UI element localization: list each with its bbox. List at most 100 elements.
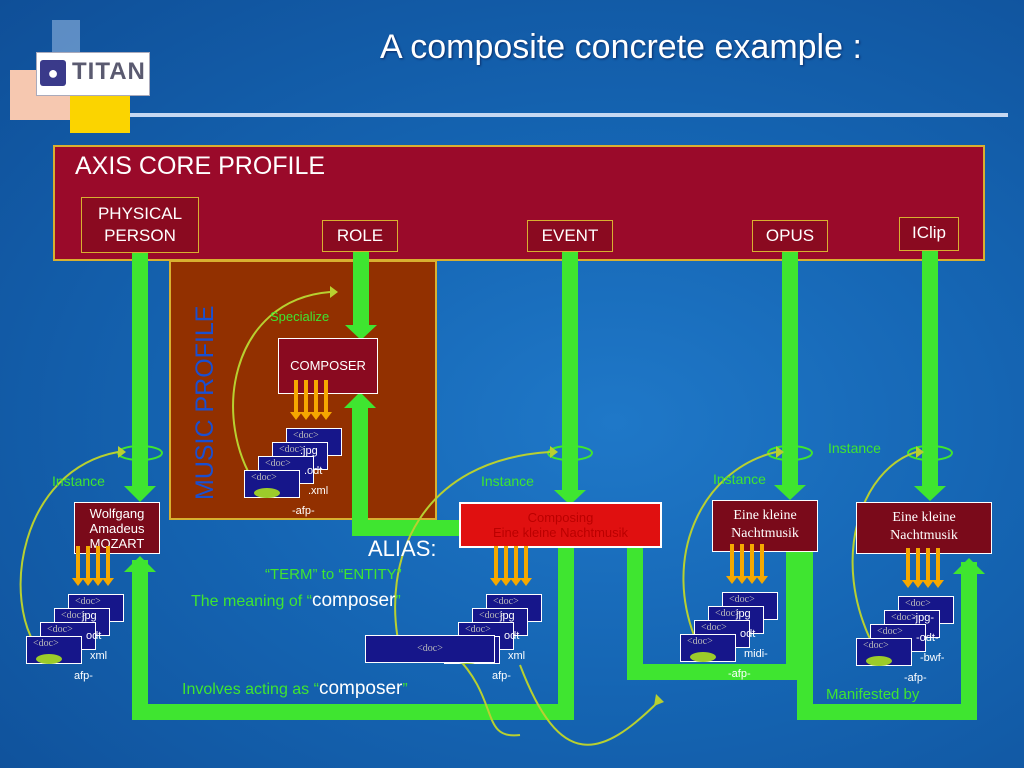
- orange-arrow: [494, 546, 498, 578]
- instance-label-opus: Instance: [713, 471, 766, 487]
- file-format-label: odt: [86, 630, 102, 642]
- specialize-label: Specialize: [270, 309, 330, 324]
- connector-opus: [782, 252, 798, 487]
- involves-bar-left: [132, 560, 148, 718]
- alias-meaning-prefix: The meaning of: [191, 593, 307, 610]
- orange-arrow-tip: [922, 580, 934, 588]
- file-format-label: -bwf-: [920, 652, 945, 664]
- file-format-label: midi-: [744, 648, 768, 660]
- file-format-label: afp-: [492, 670, 511, 682]
- orange-arrow: [106, 546, 110, 578]
- involves-bar-right: [558, 548, 574, 720]
- manifested-bar-bottom: [797, 704, 977, 720]
- orange-arrow: [504, 546, 508, 578]
- instance-label-iclip: Instance: [828, 440, 881, 456]
- orange-arrow-tip: [500, 578, 512, 586]
- manifested-bar-right: [961, 562, 977, 720]
- physical-person-tag: PHYSICAL PERSON: [81, 197, 199, 253]
- file-format-label: -odt-: [916, 632, 939, 644]
- file-format-label: jpg: [736, 608, 751, 620]
- involves-term: composer: [318, 678, 403, 699]
- orange-arrow: [760, 544, 764, 576]
- file-format-label: .jpg: [300, 445, 318, 457]
- opus-bar-bottom: [627, 664, 802, 680]
- orange-arrow-tip: [300, 412, 312, 420]
- orange-arrow: [514, 546, 518, 578]
- file-format-label: -afp-: [728, 668, 751, 680]
- connector-role: [353, 252, 369, 327]
- manifested-bar-left: [797, 552, 813, 718]
- manifested-by-label: Manifested by: [826, 686, 920, 703]
- orange-arrow-tip: [902, 580, 914, 588]
- instance-label-person: Instance: [52, 473, 105, 489]
- alias-meaning: The meaning of “composer”: [191, 590, 401, 611]
- file-format-label: jpg: [500, 610, 515, 622]
- composing-title: Composing: [527, 510, 594, 525]
- opus-bar-left: [627, 548, 643, 680]
- orange-arrow-tip: [510, 578, 522, 586]
- axis-core-profile-box: [53, 145, 985, 261]
- orange-arrow: [294, 380, 298, 412]
- doc-anchor-oval: [690, 652, 716, 662]
- orange-arrow-tip: [82, 578, 94, 586]
- opus-entity: Eine kleine Nachtmusik: [712, 500, 818, 552]
- composing-subtitle: Eine kleine Nachtmusik: [492, 525, 629, 540]
- orange-arrow-tip: [290, 412, 302, 420]
- logo-text: TITAN: [72, 58, 146, 85]
- logo: [36, 52, 150, 96]
- orange-arrow: [314, 380, 318, 412]
- orange-arrow: [750, 544, 754, 576]
- orange-arrow: [76, 546, 80, 578]
- file-format-label: afp-: [74, 670, 93, 682]
- file-format-label: jpg: [82, 610, 97, 622]
- composing-doc: <doc>: [365, 635, 495, 663]
- file-format-label: odt: [504, 630, 520, 642]
- doc-anchor-oval: [36, 654, 62, 664]
- iclip-tag: IClip: [899, 217, 959, 251]
- orange-arrow: [524, 546, 528, 578]
- role-tag: ROLE: [322, 220, 398, 252]
- orange-arrow-tip: [746, 576, 758, 584]
- involves-prefix: Involves acting as: [182, 681, 314, 698]
- slide-title: A composite concrete example :: [380, 28, 862, 66]
- orange-arrow: [916, 548, 920, 580]
- orange-arrow-tip: [310, 412, 322, 420]
- orange-arrow-tip: [72, 578, 84, 586]
- orange-arrow: [324, 380, 328, 412]
- alias-bar-vertical: [352, 406, 368, 534]
- axis-core-profile-title: AXIS CORE PROFILE: [75, 152, 326, 180]
- orange-arrow: [96, 546, 100, 578]
- title-rule: [130, 113, 1008, 117]
- orange-arrow-tip: [520, 578, 532, 586]
- orange-arrow: [304, 380, 308, 412]
- alias-label: ALIAS:: [368, 536, 437, 561]
- involves-label: Involves acting as “composer”: [182, 678, 408, 699]
- titan-logo-icon: ●: [40, 60, 66, 86]
- file-format-label: -afp-: [904, 672, 927, 684]
- composing-entity: Composing Eine kleine Nachtmusik: [459, 502, 662, 548]
- orange-arrow-tip: [912, 580, 924, 588]
- connector-iclip: [922, 251, 938, 488]
- orange-arrow: [936, 548, 940, 580]
- orange-arrow-tip: [92, 578, 104, 586]
- file-format-label: .xml: [308, 485, 329, 497]
- doc-anchor-oval: [866, 656, 892, 666]
- file-format-label: xml: [90, 650, 108, 662]
- file-format-label: .odt: [304, 465, 323, 477]
- doc-anchor-oval: [254, 488, 280, 498]
- orange-arrow: [926, 548, 930, 580]
- file-format-label: -afp-: [292, 505, 315, 517]
- orange-arrow-tip: [726, 576, 738, 584]
- iclip-entity: Eine kleine Nachtmusik: [856, 502, 992, 554]
- involves-bar-bottom: [132, 704, 574, 720]
- orange-arrow: [906, 548, 910, 580]
- file-format-label: odt: [740, 628, 756, 640]
- orange-arrow: [740, 544, 744, 576]
- connector-event: [562, 252, 578, 492]
- instance-label-event: Instance: [481, 473, 534, 489]
- orange-arrow: [86, 546, 90, 578]
- connector-physical-person: [132, 253, 148, 488]
- alias-meaning-term: composer: [311, 590, 396, 611]
- orange-arrow-tip: [756, 576, 768, 584]
